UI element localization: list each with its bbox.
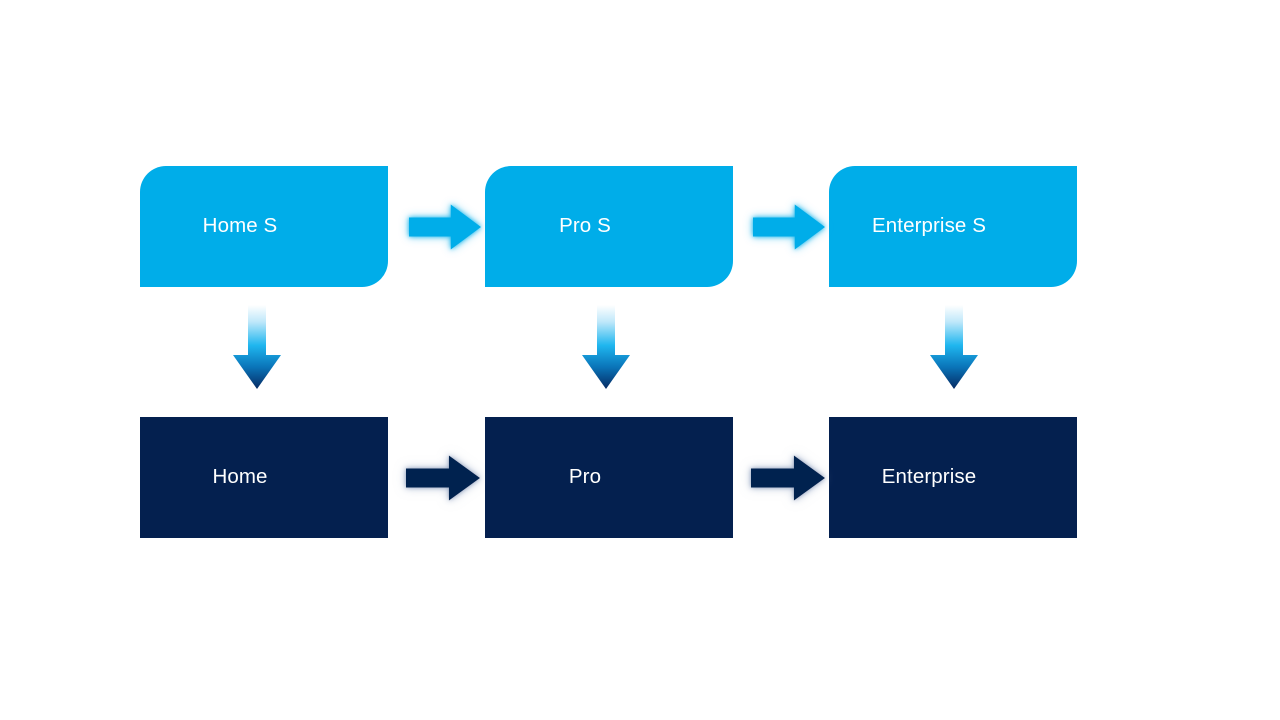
connector-down-arrow-enterprise[interactable]	[929, 305, 979, 390]
node-label: Home S	[202, 214, 278, 238]
down-arrow-icon	[582, 305, 630, 389]
node-label: Pro	[568, 465, 602, 489]
node-enterprise[interactable]: Enterprise	[829, 417, 1077, 538]
connector-down-arrow-pro[interactable]	[581, 305, 631, 390]
right-arrow-icon	[751, 455, 825, 501]
node-pro-s[interactable]: Pro S	[485, 166, 733, 287]
connector-plan-arrow-2[interactable]	[751, 454, 825, 502]
down-arrow-icon	[233, 305, 281, 389]
node-label: Enterprise S	[872, 214, 986, 238]
node-pro[interactable]: Pro	[485, 417, 733, 538]
right-arrow-icon	[753, 204, 825, 250]
right-arrow-icon	[409, 204, 481, 250]
node-home[interactable]: Home	[140, 417, 388, 538]
node-home-s[interactable]: Home S	[140, 166, 388, 287]
node-label: Home	[212, 465, 268, 489]
node-label: Pro S	[559, 214, 611, 238]
right-arrow-icon	[406, 455, 480, 501]
down-arrow-icon	[930, 305, 978, 389]
node-label: Enterprise	[881, 465, 977, 489]
connector-down-arrow-home[interactable]	[232, 305, 282, 390]
connector-service-arrow-2[interactable]	[753, 203, 825, 251]
connector-plan-arrow-1[interactable]	[406, 454, 480, 502]
connector-service-arrow-1[interactable]	[409, 203, 481, 251]
node-enterprise-s[interactable]: Enterprise S	[829, 166, 1077, 287]
